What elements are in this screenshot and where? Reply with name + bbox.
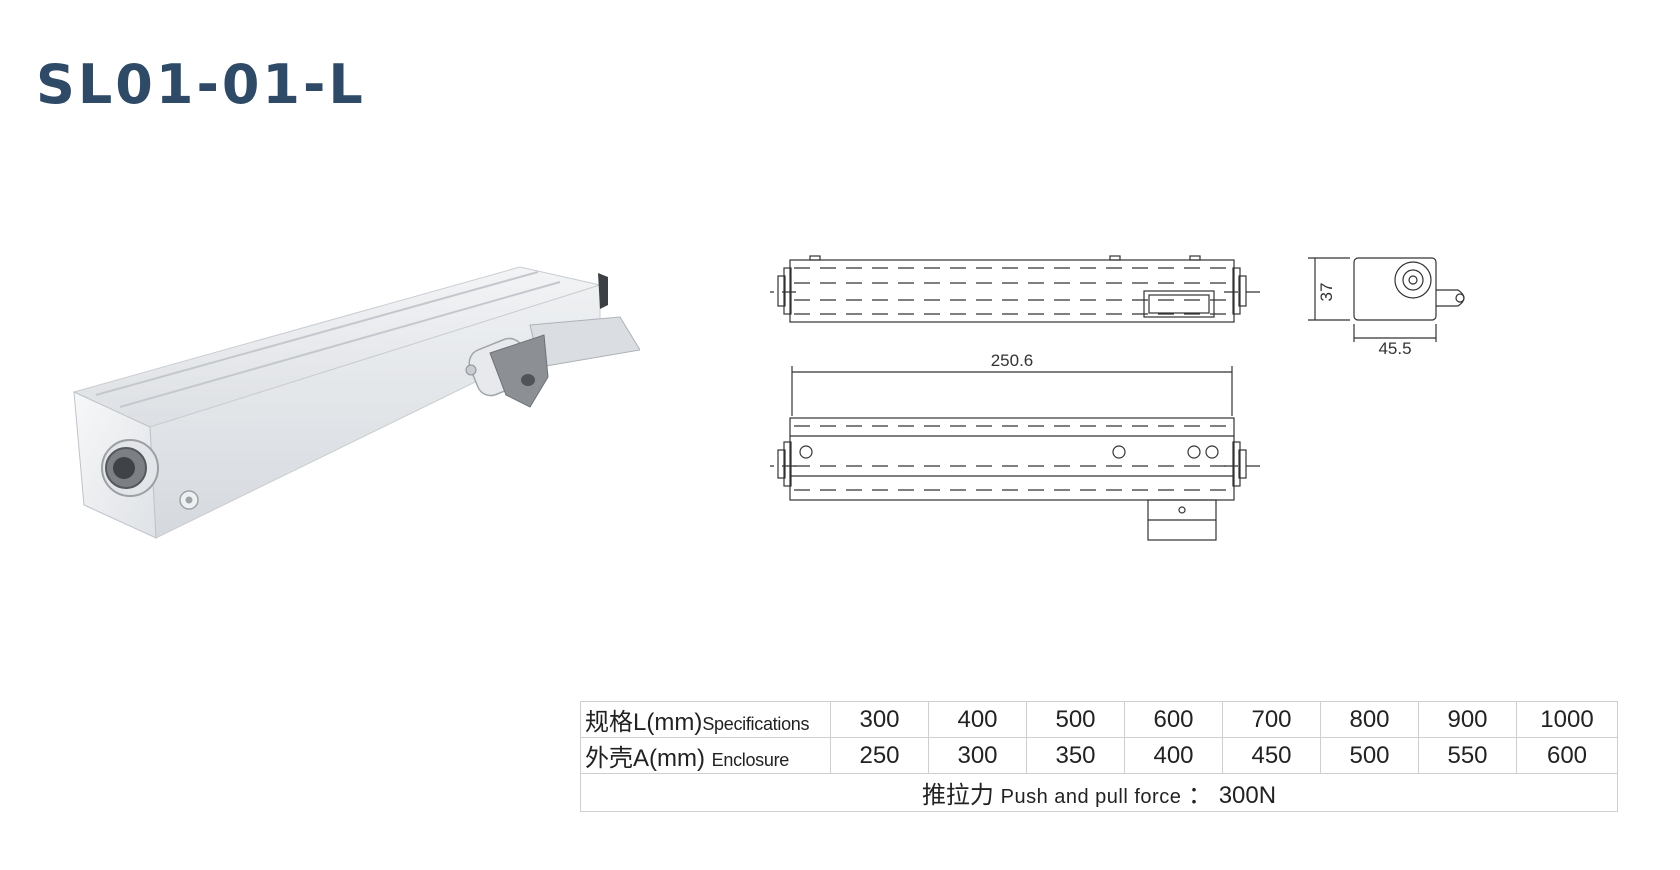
- technical-drawing: 250.6 37 45.5: [770, 255, 1465, 541]
- table-cell: 400: [1124, 737, 1223, 774]
- table-cell: 1000: [1516, 701, 1618, 738]
- page-title: SL01-01-L: [36, 53, 366, 116]
- table-cell: 600: [1516, 737, 1618, 774]
- table-cell: 600: [1124, 701, 1223, 738]
- table-cell: 300: [928, 737, 1027, 774]
- table-cell: 450: [1222, 737, 1321, 774]
- table-cell: 500: [1320, 737, 1419, 774]
- table-cell: 300: [830, 701, 929, 738]
- length-dimension: 250.6: [991, 351, 1034, 370]
- specifications-label: 规格L(mm)Specifications: [580, 701, 831, 738]
- top-view: [770, 255, 1264, 323]
- table-cell: 800: [1320, 701, 1419, 738]
- enclosure-label: 外壳A(mm) Enclosure: [580, 737, 831, 774]
- end-view: [1308, 257, 1465, 342]
- table-cell: 700: [1222, 701, 1321, 738]
- side-view: [770, 366, 1264, 541]
- force-row: 推拉力 Push and pull force ： 300N: [580, 773, 1618, 812]
- height-dimension: 37: [1317, 283, 1336, 302]
- push-pull-force-cell: 推拉力 Push and pull force ： 300N: [580, 773, 1618, 812]
- actuator-product-image: [72, 266, 640, 539]
- table-cell: 250: [830, 737, 929, 774]
- table-cell: 900: [1418, 701, 1517, 738]
- table-cell: 550: [1418, 737, 1517, 774]
- table-cell: 400: [928, 701, 1027, 738]
- specification-table: 规格L(mm)Specifications 300 400 500 600 70…: [580, 701, 1618, 812]
- width-dimension: 45.5: [1378, 339, 1411, 358]
- enclosure-row: 外壳A(mm) Enclosure 250 300 350 400 450 50…: [580, 737, 1618, 774]
- specifications-row: 规格L(mm)Specifications 300 400 500 600 70…: [580, 701, 1618, 738]
- table-cell: 500: [1026, 701, 1125, 738]
- table-cell: 350: [1026, 737, 1125, 774]
